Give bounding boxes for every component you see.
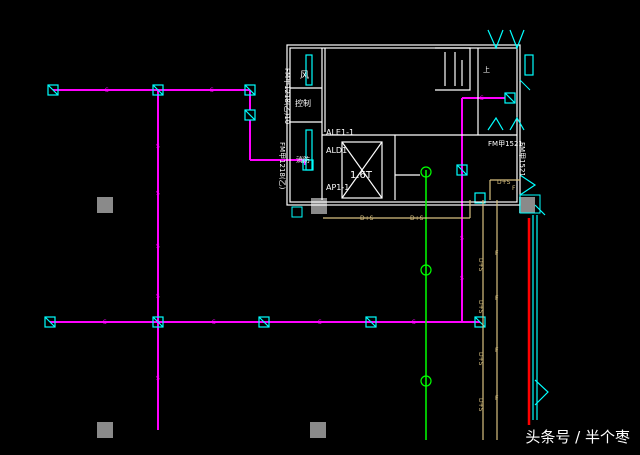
svg-text:FM甲1521: FM甲1521 <box>488 140 523 148</box>
tan-cables <box>323 179 520 440</box>
svg-text:风: 风 <box>300 70 309 81</box>
svg-text:D+S: D+S <box>477 352 484 366</box>
svg-text:1.6T: 1.6T <box>350 170 373 181</box>
svg-text:S: S <box>460 275 464 282</box>
magenta-s-labels: S S S S S S S S S S S S S <box>103 87 464 382</box>
svg-text:S: S <box>460 235 464 242</box>
svg-text:AP1-1: AP1-1 <box>326 183 349 192</box>
tan-labels: D+S D+S D+S F D+S D+S D+S D+S F F F F <box>360 179 516 412</box>
watermark: 头条号 / 半个枣 <box>525 428 630 446</box>
svg-text:S: S <box>156 375 160 382</box>
svg-text:ALE1-1: ALE1-1 <box>326 128 354 137</box>
svg-text:FM甲1218(乙): FM甲1218(乙) <box>278 142 286 190</box>
misc-markers: S <box>480 95 484 102</box>
svg-text:FM甲1218(乙)10: FM甲1218(乙)10 <box>283 68 291 124</box>
svg-text:S: S <box>156 143 160 150</box>
svg-text:D+S: D+S <box>477 398 484 412</box>
building-walls <box>286 44 521 206</box>
magenta-pipe-network <box>50 89 505 430</box>
svg-text:FM甲1521: FM甲1521 <box>518 142 526 177</box>
door-labels: FM甲1218(乙)10 FM甲1218(乙) FM甲1521 <box>278 68 526 190</box>
svg-text:S: S <box>103 319 107 326</box>
svg-text:消防: 消防 <box>296 155 310 164</box>
svg-text:ALD1: ALD1 <box>326 146 347 155</box>
svg-text:D+S: D+S <box>477 300 484 314</box>
svg-text:S: S <box>318 319 322 326</box>
equipment-labels: ALE1-1 ALD1 AP1-1 FM甲1521 <box>326 128 523 192</box>
svg-text:D+S: D+S <box>477 258 484 272</box>
svg-text:S: S <box>412 319 416 326</box>
svg-text:F: F <box>495 395 499 402</box>
room-labels: 风 控制 上 1.6T <box>295 65 490 181</box>
svg-text:D+S: D+S <box>360 215 374 222</box>
svg-text:S: S <box>105 87 109 94</box>
svg-text:S: S <box>212 319 216 326</box>
green-devices <box>420 166 432 387</box>
small-room-label: 消防 <box>296 155 310 164</box>
svg-text:S: S <box>210 87 214 94</box>
svg-text:S: S <box>156 190 160 197</box>
cyan-small-symbols <box>291 79 541 218</box>
svg-text:S: S <box>480 95 484 102</box>
svg-text:F: F <box>495 295 499 302</box>
svg-text:D+S: D+S <box>497 179 511 186</box>
svg-text:上: 上 <box>483 65 490 74</box>
svg-text:F: F <box>495 347 499 354</box>
svg-text:控制: 控制 <box>295 98 311 108</box>
svg-text:S: S <box>156 293 160 300</box>
svg-text:F: F <box>512 185 516 192</box>
cyan-devices <box>44 84 516 328</box>
svg-text:D+S: D+S <box>410 215 424 222</box>
door-symbols <box>305 29 549 420</box>
svg-text:S: S <box>156 243 160 250</box>
svg-text:F: F <box>495 250 499 257</box>
